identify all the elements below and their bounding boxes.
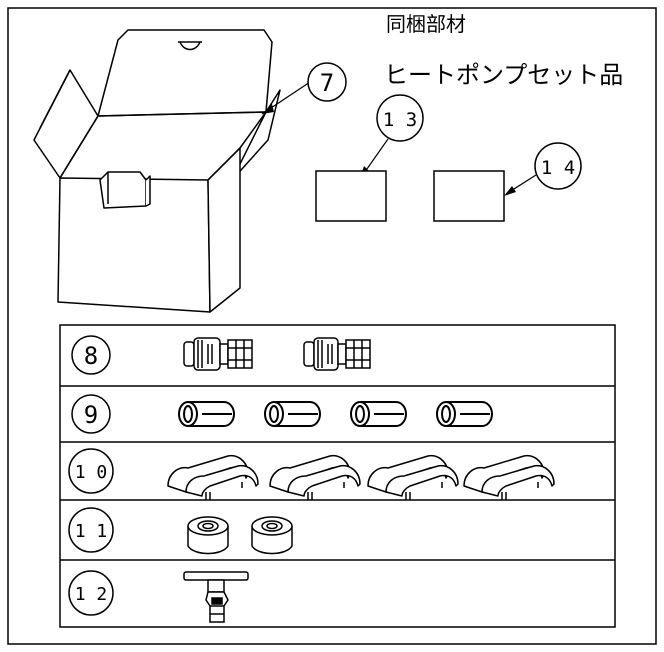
pipe-sleeve: [350, 401, 407, 427]
header-subtitle: ヒートポンプセット品: [384, 61, 623, 89]
grommet: [187, 516, 229, 555]
document-14: [433, 170, 505, 222]
callout-13-label: 1 3: [383, 109, 417, 131]
callout-14-label: 1 4: [541, 157, 575, 179]
callout-7-label: 7: [320, 69, 334, 97]
row-9-number: 9: [71, 394, 111, 434]
row-11-number: 1 1: [68, 507, 114, 553]
callout-7: 7: [261, 62, 347, 115]
pipe-sleeve: [436, 401, 493, 427]
pipe-cover: [367, 454, 459, 500]
row-11-label: 1 1: [75, 521, 108, 542]
callout-13: 1 3: [315, 94, 424, 222]
row-12-number: 1 2: [68, 570, 114, 616]
union-fitting: [303, 337, 371, 371]
row-10-label: 1 0: [75, 462, 108, 483]
row-8-label: 8: [84, 342, 98, 370]
pipe-cover: [167, 454, 259, 500]
row-12-label: 1 2: [75, 584, 108, 605]
drain-socket: [183, 571, 249, 623]
pipe-sleeve: [178, 401, 235, 427]
pipe-cover: [463, 454, 555, 500]
pipe-sleeve: [264, 401, 321, 427]
row-10-number: 1 0: [68, 448, 114, 494]
row-9-label: 9: [84, 401, 98, 429]
parts-table: [59, 324, 616, 628]
pipe-cover: [269, 454, 361, 500]
grommet: [251, 516, 293, 555]
document-13: [315, 170, 387, 222]
union-fitting: [183, 337, 253, 371]
header-title: 同梱部材: [386, 12, 466, 36]
callout-14: 1 4: [433, 142, 582, 222]
row-8-number: 8: [71, 335, 111, 375]
cardboard-box: [33, 29, 281, 313]
outer-frame: [7, 7, 657, 645]
